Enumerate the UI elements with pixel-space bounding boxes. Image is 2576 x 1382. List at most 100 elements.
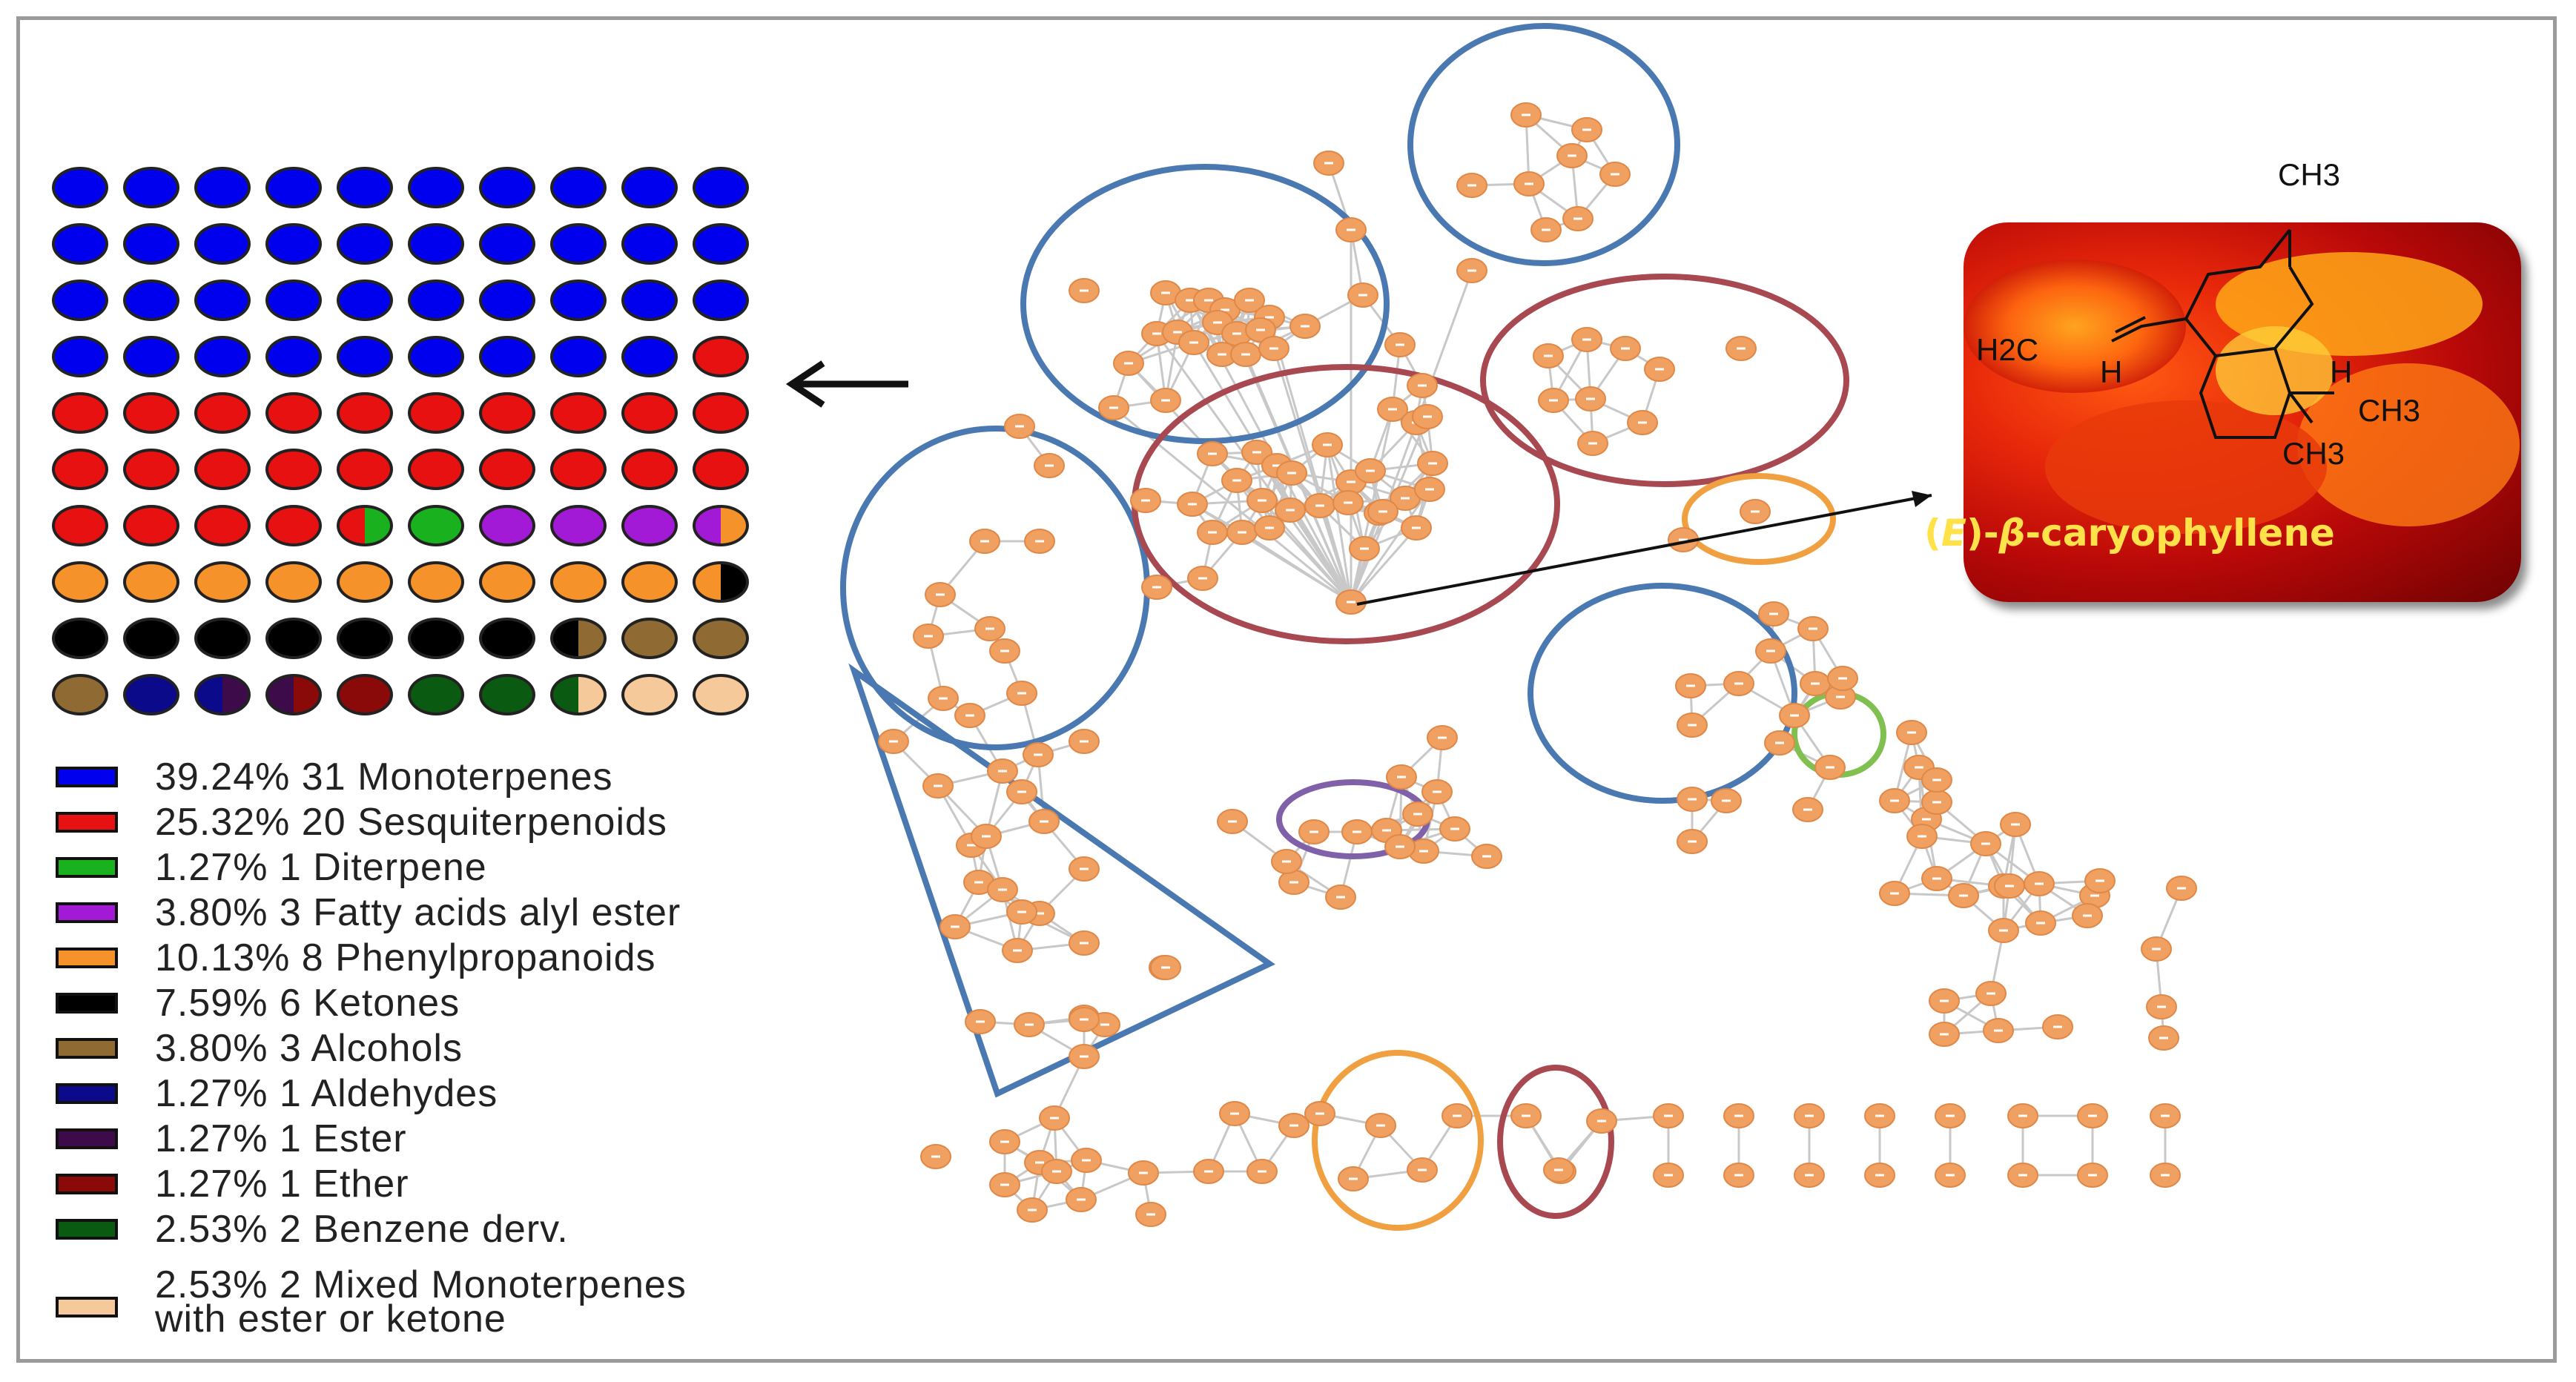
waffle-dot <box>408 449 464 490</box>
legend-swatch <box>56 993 118 1014</box>
waffle-dot <box>408 674 464 715</box>
cluster-outline-red-group <box>1497 1065 1614 1219</box>
waffle-dot <box>621 449 678 490</box>
waffle-dot <box>194 674 251 715</box>
waffle-dot <box>408 505 464 546</box>
waffle-dot <box>621 505 678 546</box>
legend-label: 3.80% 3 Fatty acids alyl ester <box>155 891 681 934</box>
waffle-dot <box>265 449 322 490</box>
waffle-dot <box>408 561 464 603</box>
waffle-dot <box>52 336 108 377</box>
waffle-dot <box>265 561 322 603</box>
legend-label: 2.53% 2 Benzene derv. <box>155 1208 569 1251</box>
legend-item: 1.27% 1 Aldehydes <box>56 1071 498 1116</box>
legend-swatch <box>56 902 118 923</box>
waffle-dot <box>693 505 749 546</box>
waffle-dot <box>621 167 678 208</box>
legend-item: 1.27% 1 Ether <box>56 1162 409 1206</box>
waffle-dot <box>408 618 464 659</box>
legend-item: 39.24% 31 Monoterpenes <box>56 755 613 799</box>
waffle-dot <box>52 505 108 546</box>
network-edge <box>1289 509 1353 603</box>
waffle-dot <box>693 392 749 434</box>
waffle-dot <box>693 336 749 377</box>
waffle-dot <box>550 280 607 321</box>
waffle-dot <box>194 336 251 377</box>
legend-swatch <box>56 1038 118 1059</box>
waffle-dot <box>693 280 749 321</box>
waffle-dot <box>52 223 108 265</box>
waffle-dot <box>337 561 393 603</box>
waffle-dot <box>693 449 749 490</box>
waffle-dot <box>337 280 393 321</box>
waffle-dot <box>337 223 393 265</box>
waffle-dot <box>408 223 464 265</box>
waffle-dot <box>265 223 322 265</box>
waffle-dot <box>621 280 678 321</box>
waffle-dot <box>550 392 607 434</box>
waffle-dot <box>550 449 607 490</box>
waffle-dot <box>550 618 607 659</box>
waffle-dot <box>479 223 535 265</box>
network-edge <box>1241 531 1352 604</box>
waffle-dot <box>693 167 749 208</box>
cluster-outline-orange-group <box>1682 473 1836 565</box>
pointer-line-to-photo <box>1356 491 1932 606</box>
waffle-dot <box>123 336 179 377</box>
waffle-dot <box>194 223 251 265</box>
waffle-dot <box>194 618 251 659</box>
waffle-dot <box>194 505 251 546</box>
waffle-dot <box>265 505 322 546</box>
waffle-dot <box>265 392 322 434</box>
network-edge <box>1318 505 1353 603</box>
h2c-label: H2C <box>1976 332 2039 367</box>
waffle-dot <box>123 618 179 659</box>
waffle-dot <box>123 280 179 321</box>
network-edge <box>1326 444 1353 603</box>
legend-swatch <box>56 1128 118 1149</box>
waffle-dot <box>123 223 179 265</box>
waffle-dot <box>550 505 607 546</box>
waffle-dot <box>123 674 179 715</box>
waffle-dot <box>337 167 393 208</box>
waffle-dot <box>52 167 108 208</box>
legend-label: 10.13% 8 Phenylpropanoids <box>155 936 656 979</box>
ch3-label-bottom: CH3 <box>2282 436 2345 471</box>
cluster-outline-orange-group <box>1312 1050 1484 1231</box>
ch3-label-top: CH3 <box>2278 157 2341 192</box>
legend-swatch <box>56 812 118 833</box>
legend-item: 3.80% 3 Alcohols <box>56 1026 463 1071</box>
waffle-dot <box>693 561 749 603</box>
caryophyllene-photo <box>1964 222 2521 602</box>
legend-item: 3.80% 3 Fatty acids alyl ester <box>56 890 681 935</box>
waffle-dot <box>194 561 251 603</box>
cluster-outline-blue-group <box>1528 583 1797 804</box>
waffle-dot <box>123 167 179 208</box>
waffle-dot <box>265 618 322 659</box>
waffle-dot <box>621 392 678 434</box>
waffle-dot <box>693 223 749 265</box>
waffle-dot <box>123 561 179 603</box>
waffle-dot <box>479 392 535 434</box>
waffle-dot <box>123 449 179 490</box>
waffle-dot <box>408 280 464 321</box>
waffle-dot <box>52 449 108 490</box>
network-edge <box>1350 489 1431 603</box>
waffle-dot <box>408 336 464 377</box>
waffle-dot <box>550 223 607 265</box>
legend-item: 10.13% 8 Phenylpropanoids <box>56 936 655 980</box>
legend-item: 2.53% 2 Benzene derv. <box>56 1207 569 1252</box>
arrow-to-waffle-icon <box>785 360 908 408</box>
cluster-outline-triangle <box>848 663 1275 1098</box>
legend-item: 1.27% 1 Diterpene <box>56 845 487 890</box>
waffle-dot <box>621 674 678 715</box>
waffle-dot <box>52 674 108 715</box>
waffle-dot <box>265 280 322 321</box>
cluster-outline-blue-group <box>1407 23 1680 266</box>
legend-label-continued: with ester or ketone <box>155 1297 506 1340</box>
waffle-dot <box>479 505 535 546</box>
h-label-left: H <box>2100 354 2123 389</box>
legend-item: 25.32% 20 Sesquiterpenoids <box>56 800 667 844</box>
waffle-dot <box>194 167 251 208</box>
waffle-dot <box>479 674 535 715</box>
